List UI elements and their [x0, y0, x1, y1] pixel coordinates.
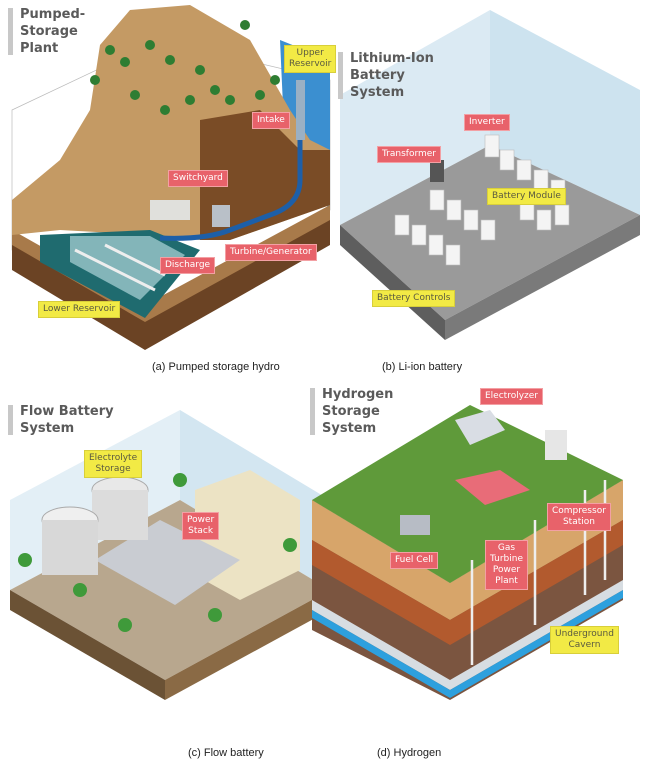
title-line: Plant [20, 41, 59, 56]
label-switchyard: Switchyard [168, 170, 228, 187]
label-line: Plant [495, 576, 518, 586]
storage-tanks [545, 430, 567, 460]
label-inverter: Inverter [464, 114, 510, 131]
caption-c: (c) Flow battery [188, 747, 264, 759]
label-transformer: Transformer [377, 146, 442, 163]
label-lower-reservoir: Lower Reservoir [38, 301, 121, 318]
title-line: Lithium-Ion [350, 51, 434, 66]
label-line: Underground [555, 629, 614, 639]
title-line: Pumped- [20, 7, 86, 22]
power-stack-hall [95, 520, 240, 605]
hydrogen-illustration [312, 405, 623, 700]
title-line: Flow Battery [20, 404, 114, 419]
label-turbine-generator: Turbine/Generator [225, 244, 317, 261]
label-line: Upper [296, 48, 324, 58]
label-underground-cavern: Underground Cavern [550, 626, 619, 654]
turbine-building [212, 205, 230, 227]
title-line: System [322, 421, 377, 436]
flow-battery-illustration [10, 410, 330, 700]
battery-modules [394, 134, 570, 266]
label-line: Electrolyte [89, 453, 138, 463]
label-line: Storage [95, 464, 131, 474]
label-upper-reservoir: Upper Reservoir [284, 45, 337, 73]
label-intake: Intake [252, 112, 290, 129]
label-line: Power [187, 515, 215, 525]
label-line: Turbine [490, 554, 523, 564]
title-line: System [350, 85, 405, 100]
caption-b: (b) Li-ion battery [382, 361, 463, 373]
title-line: Hydrogen [322, 387, 394, 402]
label-line: Gas [497, 543, 516, 553]
label-power-stack: Power Stack [182, 512, 220, 540]
label-battery-module: Battery Module [487, 188, 566, 205]
label-line: Cavern [568, 640, 601, 650]
panel-c-title: Flow Battery System [8, 403, 130, 437]
title-line: Storage [20, 24, 78, 39]
label-line: Station [562, 517, 595, 527]
intake-tower [296, 80, 305, 140]
fuel-cell-unit [400, 515, 430, 535]
caption-a: (a) Pumped storage hydro [152, 361, 280, 373]
title-line: Storage [322, 404, 380, 419]
label-discharge: Discharge [160, 257, 216, 274]
panel-d-title: Hydrogen Storage System [310, 386, 432, 437]
switchyard-pad [150, 200, 190, 220]
penstock-pipe [159, 95, 303, 241]
electrolyzer-building [455, 410, 505, 445]
label-line: Power [492, 565, 521, 575]
label-compressor-station: Compressor Station [547, 503, 611, 531]
label-line: Compressor [552, 506, 606, 516]
label-gas-turbine-power-plant: Gas Turbine Power Plant [485, 540, 528, 590]
label-battery-controls: Battery Controls [372, 290, 456, 307]
title-line: Battery [350, 68, 405, 83]
label-line: Reservoir [289, 59, 332, 69]
label-fuel-cell: Fuel Cell [390, 552, 439, 569]
title-line: System [20, 421, 75, 436]
transformer-unit [430, 160, 444, 182]
label-line: Stack [188, 526, 214, 536]
panel-a-title: Pumped- Storage Plant [8, 6, 130, 57]
label-electrolyzer: Electrolyzer [480, 388, 543, 405]
gas-turbine-plant [455, 470, 530, 505]
caption-d: (d) Hydrogen [377, 747, 442, 759]
panel-b-title: Lithium-Ion Battery System [338, 50, 460, 101]
label-electrolyte-storage: Electrolyte Storage [84, 450, 143, 478]
